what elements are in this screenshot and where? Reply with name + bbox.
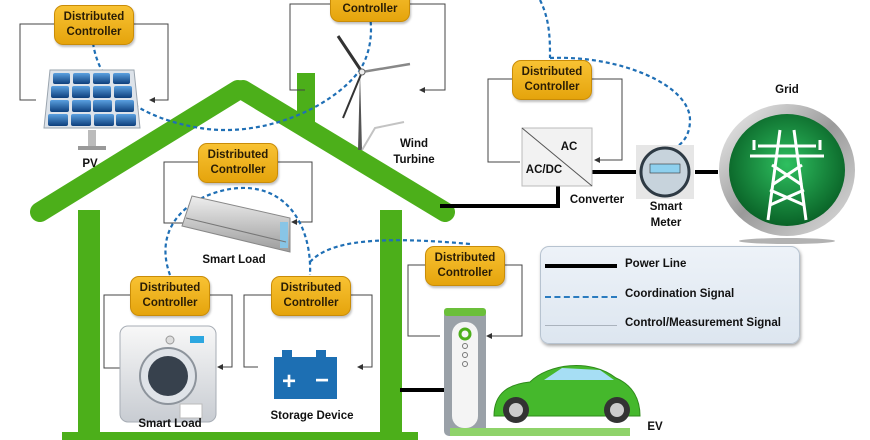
converter-acdc-label: AC/DC <box>525 164 563 176</box>
roof-right <box>233 80 455 222</box>
grid-label: Grid <box>775 84 799 96</box>
control-loop-storage-out <box>349 294 373 370</box>
coord-pv-wind <box>91 15 373 132</box>
legend-swatch-control-signal <box>545 325 617 326</box>
control-loop-conv-out <box>590 78 623 163</box>
controller-ev: Distributed Controller <box>425 246 505 286</box>
pv-label: PV <box>82 158 98 170</box>
control-loop-pv-out <box>132 23 169 103</box>
washer-label: Smart Load <box>138 418 202 430</box>
control-loop-ev-in <box>407 264 440 337</box>
floor <box>62 432 418 440</box>
coordination-signals <box>91 0 692 276</box>
house-outline <box>30 73 455 440</box>
air-conditioner-icon <box>181 195 291 253</box>
legend-item-control-measurement-signal: Control/Measurement Signal <box>541 315 799 335</box>
battery-icon: + − <box>274 350 337 399</box>
chimney <box>297 73 315 133</box>
legend-swatch-coordination-signal <box>545 296 617 298</box>
roof-left <box>30 80 248 222</box>
control-loop-washer-in <box>103 294 130 369</box>
wind-turbine-icon <box>336 35 411 151</box>
control-loop-washer-out <box>208 294 233 370</box>
battery-minus: − <box>315 367 329 394</box>
control-loop-wind-out <box>410 3 446 93</box>
converter-label: Converter <box>569 194 625 206</box>
control-loop-ac-in <box>163 161 198 224</box>
control-loop-ev-out <box>486 264 523 339</box>
ev-label: EV <box>647 421 663 433</box>
air-conditioner-label: Smart Load <box>202 254 266 266</box>
washing-machine-icon <box>119 325 217 423</box>
controller-washer: Distributed Controller <box>130 276 210 316</box>
coord-wind-converter <box>539 0 552 59</box>
wind-turbine-label: Wind Turbine <box>393 138 435 166</box>
control-loop-storage-in <box>243 294 271 368</box>
control-loops <box>19 3 623 370</box>
power-lines <box>400 170 718 392</box>
control-loop-pv-in <box>19 23 54 101</box>
converter-icon <box>521 127 593 187</box>
storage-label: Storage Device <box>270 410 354 422</box>
battery-plus: + <box>282 368 296 395</box>
converter-ac-label: AC <box>560 141 578 153</box>
grid-icon <box>719 104 855 244</box>
coord-converter-meter <box>549 56 692 147</box>
control-loop-wind-in <box>289 3 330 91</box>
control-loop-conv-in <box>487 78 520 163</box>
controller-air-conditioner: Distributed Controller <box>198 143 278 183</box>
legend-swatch-power-line <box>545 264 617 268</box>
smart-meter-label: Smart Meter <box>649 201 683 229</box>
controller-pv: Distributed Controller <box>54 5 134 45</box>
wall-right <box>380 210 402 432</box>
legend-item-coordination-signal: Coordination Signal <box>541 286 799 306</box>
ev-car-icon <box>493 365 641 423</box>
legend: Power Line Coordination Signal Control/M… <box>540 246 800 344</box>
controller-storage: Distributed Controller <box>271 276 351 316</box>
power-line-house-converter <box>440 186 560 208</box>
controller-converter: Distributed Controller <box>512 60 592 100</box>
smart-meter-icon <box>636 145 694 199</box>
pv-panel-icon <box>43 69 141 150</box>
legend-item-power-line: Power Line <box>541 256 799 276</box>
coord-washer-ac-storage <box>164 186 312 276</box>
wall-left <box>78 210 100 432</box>
ev-charger-icon <box>444 308 630 436</box>
controller-wind: Distributed Controller <box>330 0 410 22</box>
control-loop-ac-out <box>276 161 313 225</box>
coord-storage-ev <box>309 239 471 263</box>
